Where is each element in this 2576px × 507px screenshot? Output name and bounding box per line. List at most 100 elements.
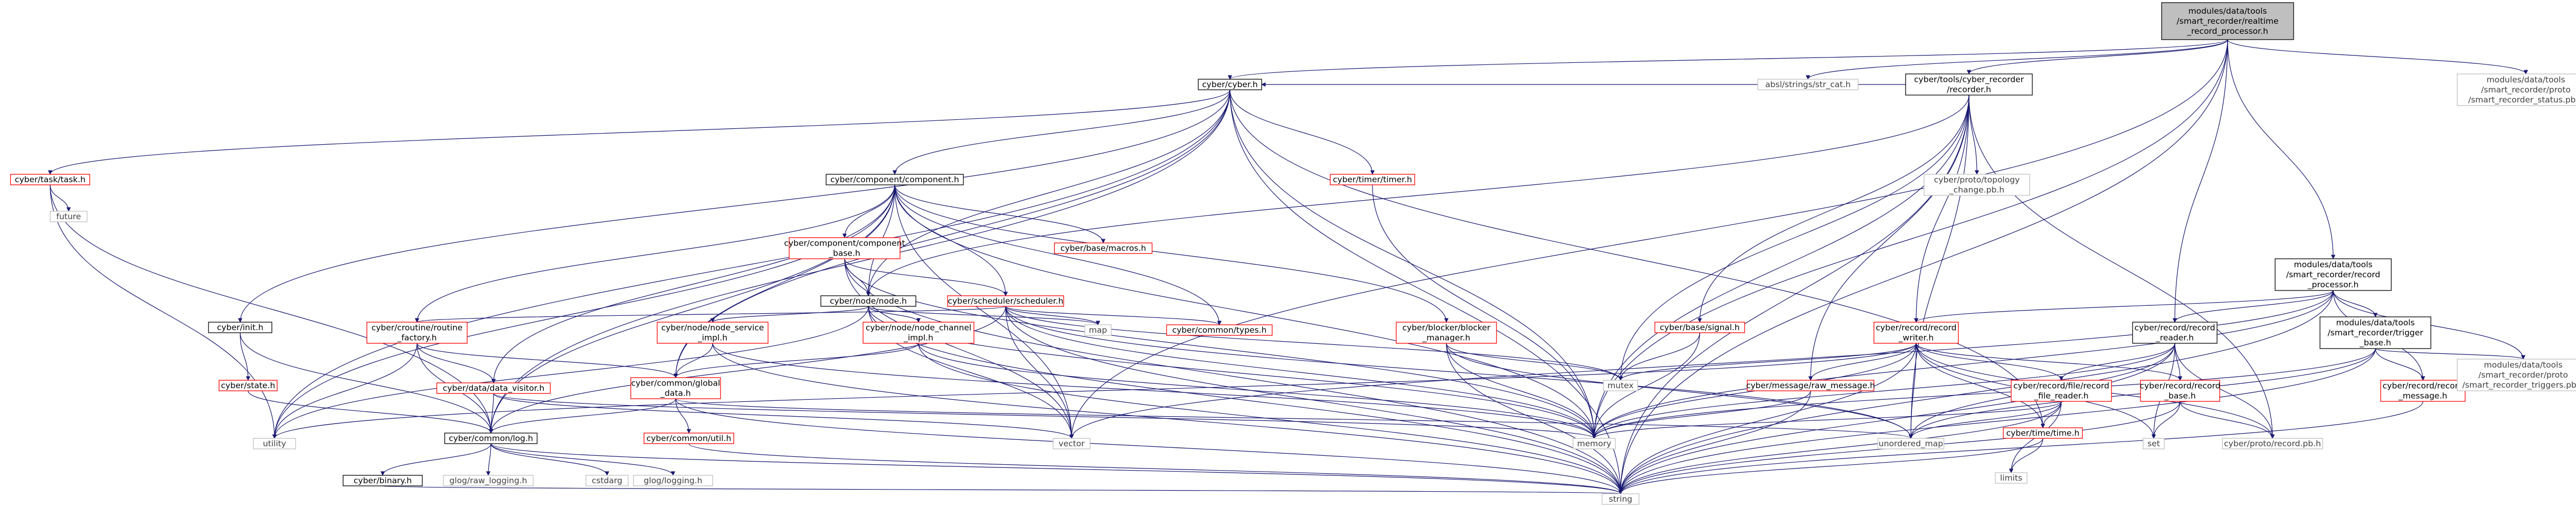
node-record-base[interactable]: cyber/record/record_base.h: [2140, 380, 2221, 402]
node-box: [1602, 493, 1640, 505]
edge-timer_component-to-memory: [844, 258, 1597, 439]
node-future: future: [50, 211, 88, 222]
node-record-reader[interactable]: cyber/record/record_reader.h: [2132, 322, 2218, 344]
node-box: [1905, 73, 2033, 96]
node-box: [643, 433, 734, 444]
node-macros-h[interactable]: cyber/base/macros.h: [1054, 242, 1153, 254]
node-raw-message[interactable]: cyber/message/raw_message.h: [1746, 380, 1875, 391]
node-types-h[interactable]: cyber/common/types.h: [1166, 324, 1273, 336]
node-binary-h[interactable]: cyber/binary.h: [343, 475, 423, 486]
node-box: [826, 174, 964, 185]
node-record-processor[interactable]: modules/data/tools/smart_recorder/record…: [2275, 258, 2392, 291]
node-box: [10, 174, 90, 185]
node-record-writer[interactable]: cyber/record/record_writer.h: [1873, 322, 1959, 344]
node-label: cyber/record/record: [2383, 381, 2464, 391]
edge-root-to-str_cat: [1805, 39, 2228, 80]
node-box: [443, 475, 534, 486]
node-label: /smart_recorder_status.pb.h: [2468, 95, 2576, 105]
edge-scheduler_h-to-routine_factory: [415, 306, 1006, 323]
node-unordered-map: unordered_map: [1877, 438, 1945, 449]
edge-component_h-to-blocker_manager: [894, 184, 1449, 323]
edge-node_service-to-memory: [712, 343, 1597, 439]
edge-root-to-cyber_h: [1228, 39, 2228, 80]
node-signal-h[interactable]: cyber/base/signal.h: [1654, 322, 1745, 333]
edge-state_h-to-log_h: [248, 390, 494, 434]
node-label: cyber/tools/cyber_recorder: [1914, 75, 2024, 85]
edge-recorder_h-to-topology_pb: [1968, 95, 1980, 175]
node-timer-h[interactable]: cyber/timer/timer.h: [1330, 174, 1415, 185]
node-box: [2457, 73, 2576, 106]
node-triggers-pb: modules/data/tools/smart_recorder/proto/…: [2457, 359, 2576, 391]
node-blocker-manager[interactable]: cyber/blocker/blocker_manager.h: [1396, 322, 1497, 344]
edge-trigger_base-to-triggers_pb: [2375, 348, 2525, 360]
node-box: [1084, 324, 1112, 336]
node-box: [343, 475, 423, 486]
node-box: [436, 382, 551, 394]
node-box: [2380, 380, 2466, 402]
node-task-h[interactable]: cyber/task/task.h: [10, 174, 90, 185]
node-utility: utility: [253, 438, 296, 449]
node-box: [1396, 322, 1497, 344]
edge-record_writer-to-record_base: [1916, 343, 2183, 381]
edge-task_h-to-future: [50, 184, 71, 212]
node-label: mutex: [1607, 381, 1633, 390]
edge-record_writer-to-unordered_map: [1908, 343, 1917, 439]
node-label: cyber/node/node_channel: [866, 323, 971, 333]
node-label: cyber/task/task.h: [15, 175, 86, 184]
edge-util_h-to-string: [688, 443, 1623, 494]
node-util-h[interactable]: cyber/common/util.h: [643, 433, 734, 444]
node-label: cyber/blocker/blocker: [1403, 323, 1491, 333]
node-routine-factory[interactable]: cyber/croutine/routine_factory.h: [366, 322, 468, 344]
node-label: _impl.h: [697, 333, 727, 343]
node-node-h[interactable]: cyber/node/node.h: [820, 295, 916, 307]
edge-record_processor-to-memory: [1592, 290, 2334, 439]
node-label: glog/raw_logging.h: [449, 476, 527, 486]
edge-scheduler_h-to-map: [1005, 306, 1101, 325]
edge-global_data-to-util_h: [675, 398, 692, 434]
node-recorder-h[interactable]: cyber/tools/cyber_recorder/recorder.h: [1905, 73, 2033, 96]
edge-cyber_h-to-init_h: [238, 89, 1230, 323]
edge-node_h-to-map: [868, 306, 1101, 325]
edge-record_writer-to-time_h: [1916, 343, 2045, 428]
node-global-data[interactable]: cyber/common/global_data.h: [630, 377, 721, 399]
node-record-message[interactable]: cyber/record/record_message.h: [2380, 380, 2466, 402]
node-state-h[interactable]: cyber/state.h: [219, 380, 278, 391]
node-label: _writer.h: [1898, 333, 1934, 343]
node-root[interactable]: modules/data/tools/smart_recorder/realti…: [2161, 2, 2294, 40]
node-node-channel[interactable]: cyber/node/node_channel_impl.h: [863, 322, 974, 344]
edge-scheduler_h-to-memory: [1005, 306, 1597, 439]
node-timer-component[interactable]: cyber/component/component_base.h: [784, 237, 905, 259]
edge-record_writer-to-mutex: [1618, 343, 1917, 381]
node-label: limits: [2000, 473, 2022, 483]
edge-cyber_h-to-global_data: [673, 89, 1230, 378]
node-data-visitor[interactable]: cyber/data/data_visitor.h: [436, 382, 551, 394]
node-label: cyber/timer/timer.h: [1333, 175, 1412, 184]
edge-init_h-to-state_h: [240, 332, 251, 381]
node-label: cyber/node/node.h: [830, 296, 907, 306]
node-trigger-base[interactable]: modules/data/tools/smart_recorder/trigge…: [2319, 316, 2431, 349]
node-set: set: [2143, 438, 2165, 449]
node-component-h[interactable]: cyber/component/component.h: [826, 174, 964, 185]
node-box: [2143, 438, 2165, 449]
edge-file_reader-to-memory: [1592, 401, 2062, 439]
node-box: [585, 475, 629, 486]
node-box: [219, 380, 278, 391]
edge-component_h-to-utility: [272, 184, 895, 439]
node-node-service[interactable]: cyber/node/node_service_impl.h: [657, 322, 769, 344]
node-file-reader[interactable]: cyber/record/file/record_file_reader.h: [2011, 380, 2112, 402]
node-box: [1198, 79, 1262, 90]
node-init-h[interactable]: cyber/init.h: [208, 322, 272, 333]
edge-record_reader-to-file_reader: [2059, 343, 2175, 381]
node-scheduler-h[interactable]: cyber/scheduler/scheduler.h: [947, 295, 1064, 307]
edge-component_h-to-data_visitor: [491, 184, 895, 383]
edge-global_data-to-string: [675, 398, 1623, 494]
edge-timer_component-to-scheduler_h: [844, 258, 1008, 296]
edge-data_visitor-to-log_h: [488, 393, 494, 434]
node-time-h[interactable]: cyber/time/time.h: [2003, 427, 2083, 439]
node-log-h[interactable]: cyber/common/log.h: [444, 433, 538, 444]
node-cyber-h[interactable]: cyber/cyber.h: [1198, 79, 1262, 90]
node-label: cyber/cyber.h: [1202, 80, 1257, 89]
edge-scheduler_h-to-log_h: [488, 306, 1006, 434]
node-label: cyber/record/record: [2135, 323, 2215, 333]
node-label: cyber/state.h: [221, 381, 276, 390]
